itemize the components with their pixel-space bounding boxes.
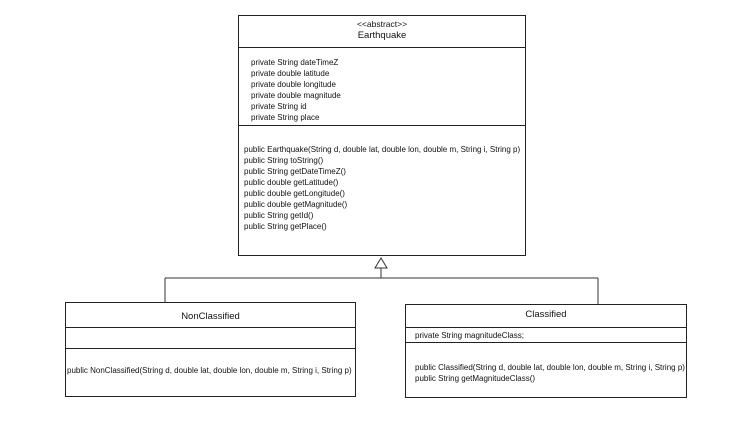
classified-header: Classified <box>406 305 686 328</box>
method: public Earthquake(String d, double lat, … <box>244 145 521 154</box>
nonclassified-header: NonClassified <box>66 303 355 328</box>
nonclassified-attributes <box>66 328 355 349</box>
attribute: private String place <box>251 113 320 122</box>
earthquake-header: <<abstract>> Earthquake <box>239 16 525 48</box>
earthquake-attributes: private String dateTimeZ private double … <box>239 48 525 126</box>
attribute: private String id <box>251 102 307 111</box>
method: public String toString() <box>244 156 324 165</box>
nonclassified-methods: public NonClassified(String d, double la… <box>66 349 355 376</box>
method: public String getPlace() <box>244 222 327 231</box>
earthquake-methods: public Earthquake(String d, double lat, … <box>239 126 525 232</box>
attribute: private double longitude <box>251 80 336 89</box>
classified-class-name: Classified <box>525 309 567 320</box>
earthquake-class-name: Earthquake <box>357 30 407 41</box>
nonclassified-class-name: NonClassified <box>181 311 240 322</box>
class-nonclassified: NonClassified public NonClassified(Strin… <box>65 302 356 397</box>
class-classified: Classified private String magnitudeClass… <box>405 304 687 398</box>
attribute: private String magnitudeClass; <box>415 331 524 340</box>
class-earthquake: <<abstract>> Earthquake private String d… <box>238 15 526 256</box>
method: public Classified(String d, double lat, … <box>415 363 685 372</box>
classified-attributes: private String magnitudeClass; <box>406 328 686 343</box>
classified-methods: public Classified(String d, double lat, … <box>406 343 686 384</box>
attribute: private String dateTimeZ <box>251 58 339 67</box>
generalization-arrowhead <box>374 257 388 269</box>
method: public double getLatitude() <box>244 178 339 187</box>
attribute: private double magnitude <box>251 91 341 100</box>
method: public String getId() <box>244 211 314 220</box>
method: public String getMagnitudeClass() <box>415 374 536 383</box>
method: public double getLongitude() <box>244 189 345 198</box>
method: public double getMagnitude() <box>244 200 348 209</box>
method: public String getDateTimeZ() <box>244 167 346 176</box>
earthquake-stereotype: <<abstract>> <box>356 19 408 29</box>
method: public NonClassified(String d, double la… <box>67 366 352 375</box>
attribute: private double latitude <box>251 69 330 78</box>
